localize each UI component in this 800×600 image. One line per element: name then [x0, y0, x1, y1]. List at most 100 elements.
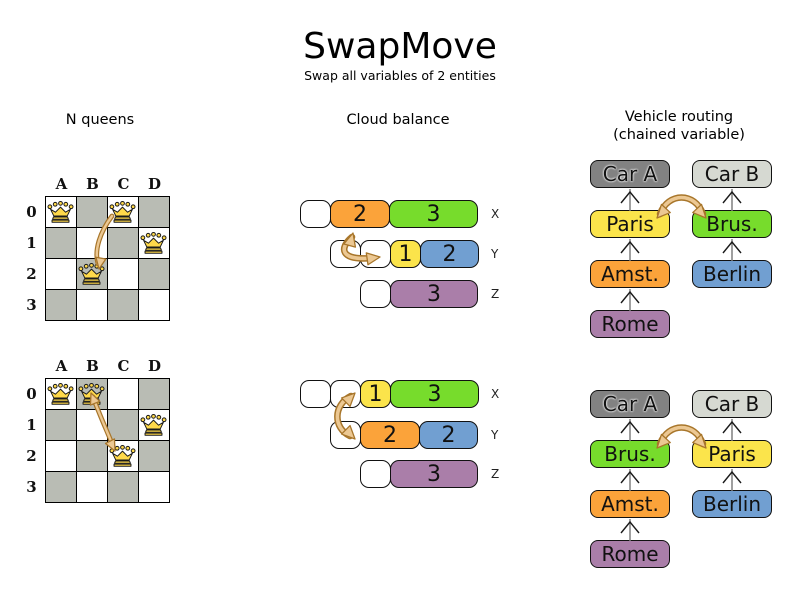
board-row-label-1: 1	[26, 416, 37, 434]
vehicle-box-carb: Car B	[692, 160, 772, 188]
board-row-label-2: 2	[26, 447, 37, 465]
vehicle-box-rome: Rome	[590, 540, 670, 568]
empty-slot	[360, 280, 391, 308]
empty-slot	[300, 380, 331, 408]
queen-icon	[78, 382, 105, 406]
chain-arrowhead-icon	[620, 190, 640, 204]
process-block-blue: 2	[420, 240, 479, 268]
board-cell	[46, 410, 76, 440]
board-cell	[108, 379, 138, 409]
board-cell	[46, 259, 76, 289]
vehicle-box-amst: Amst.	[590, 490, 670, 518]
board-column-label-c: C	[117, 357, 130, 375]
board-row-label-0: 0	[26, 385, 37, 403]
column-title-nqueens: N queens	[65, 112, 135, 128]
board-column-label-b: B	[86, 357, 99, 375]
board-column-label-b: B	[86, 175, 99, 193]
vehicle-box-paris: Paris	[590, 210, 670, 238]
board-cell	[77, 197, 107, 227]
board-row-label-1: 1	[26, 234, 37, 252]
chain-arrowhead-icon	[620, 520, 640, 534]
vehicle-box-cara: Car A	[590, 390, 670, 418]
board-cell	[46, 441, 76, 471]
queen-icon	[140, 413, 167, 437]
chain-arrowhead-icon	[620, 240, 640, 254]
process-block-purple: 3	[390, 460, 478, 488]
vehicle-box-rome: Rome	[590, 310, 670, 338]
board-column-label-a: A	[55, 357, 68, 375]
vehicle-box-paris: Paris	[692, 440, 772, 468]
queen-icon	[140, 231, 167, 255]
vehicle-box-carb: Car B	[692, 390, 772, 418]
vehicle-box-berlin: Berlin	[692, 260, 772, 288]
board-cell	[139, 290, 169, 320]
process-block-green: 3	[389, 200, 478, 228]
vehicle-box-amst: Amst.	[590, 260, 670, 288]
board-cell	[77, 228, 107, 258]
board-row-label-3: 3	[26, 478, 37, 496]
board-column-label-a: A	[55, 175, 68, 193]
queen-icon	[109, 444, 136, 468]
process-block-purple: 3	[390, 280, 478, 308]
page-subtitle: Swap all variables of 2 entities	[304, 68, 496, 83]
queen-icon	[109, 200, 136, 224]
computer-label-y: Y	[491, 247, 499, 261]
board-cell	[46, 472, 76, 502]
chain-arrowhead-icon	[722, 420, 742, 434]
vehicle-box-brus: Brus.	[590, 440, 670, 468]
chain-arrowhead-icon	[722, 470, 742, 484]
computer-label-x: X	[491, 207, 500, 221]
board-cell	[139, 441, 169, 471]
board-cell	[46, 290, 76, 320]
board-cell	[139, 197, 169, 227]
board-cell	[139, 379, 169, 409]
board-row-label-0: 0	[26, 203, 37, 221]
vehicle-box-cara: Car A	[590, 160, 670, 188]
column-title-cloud: Cloud balance	[346, 112, 450, 128]
board-cell	[108, 259, 138, 289]
page-title: SwapMove	[303, 26, 497, 67]
board-row-label-3: 3	[26, 296, 37, 314]
vehicle-box-brus: Brus.	[692, 210, 772, 238]
board-cell	[77, 472, 107, 502]
empty-slot	[330, 421, 361, 449]
process-block-yellow: 1	[390, 240, 421, 268]
queen-icon	[47, 382, 74, 406]
empty-slot	[330, 240, 361, 268]
board-cell	[77, 410, 107, 440]
board-row-label-2: 2	[26, 265, 37, 283]
board-cell	[108, 228, 138, 258]
board-cell	[108, 290, 138, 320]
chain-arrowhead-icon	[722, 190, 742, 204]
board-cell	[77, 290, 107, 320]
board-column-label-c: C	[117, 175, 130, 193]
board-column-label-d: D	[147, 175, 161, 193]
column-title-vehicle: Vehicle routing (chained variable)	[599, 108, 759, 144]
column-title-vehicle-line1: Vehicle routing	[624, 109, 734, 125]
chain-link-arrows	[620, 189, 742, 541]
computer-label-y: Y	[491, 428, 499, 442]
process-block-orange: 2	[360, 421, 420, 449]
board-cell	[139, 472, 169, 502]
vehicle-box-berlin: Berlin	[692, 490, 772, 518]
computer-label-z: Z	[491, 467, 500, 481]
column-title-vehicle-line2: (chained variable)	[613, 127, 745, 143]
empty-slot	[360, 240, 391, 268]
board-cell	[139, 259, 169, 289]
queen-icon	[78, 262, 105, 286]
process-block-orange: 2	[330, 200, 390, 228]
chain-arrowhead-icon	[620, 290, 640, 304]
computer-label-z: Z	[491, 287, 500, 301]
board-cell	[77, 441, 107, 471]
chain-arrowhead-icon	[722, 240, 742, 254]
chain-arrowhead-icon	[620, 470, 640, 484]
computer-label-x: X	[491, 387, 500, 401]
process-block-green: 3	[390, 380, 479, 408]
process-block-yellow: 1	[360, 380, 391, 408]
board-column-label-d: D	[147, 357, 161, 375]
queen-icon	[47, 200, 74, 224]
empty-slot	[360, 460, 391, 488]
